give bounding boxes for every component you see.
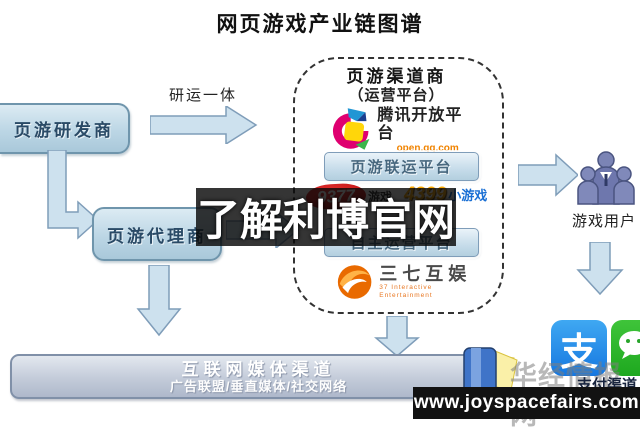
- arrow-channel-to-media-icon: [374, 316, 420, 357]
- tencent-url: open.qq.com: [396, 142, 459, 154]
- union-platform-label: 页游联运平台: [350, 159, 453, 176]
- wechat-bubbles-icon: [619, 331, 640, 359]
- game-users-icon: [577, 151, 635, 205]
- media-subtitle: 广告联盟/垂直媒体/社交网络: [169, 378, 348, 394]
- tencent-pinwheel-icon: [332, 108, 370, 150]
- logo-4399-suffix: 小游戏: [448, 188, 488, 203]
- wechat-icon: [611, 320, 640, 376]
- sanqi-logo: 三七互娱 37 Interactive Entertainment: [336, 260, 481, 304]
- sanqi-swirl-icon: [337, 265, 372, 299]
- arrow-developer-to-agent-icon: [47, 150, 100, 240]
- page-title: 网页游戏产业链图谱: [216, 13, 424, 36]
- developer-label: 页游研发商: [14, 121, 114, 140]
- channel-title: 页游渠道商: [346, 67, 447, 86]
- sanqi-subname: 37 Interactive Entertainment: [379, 284, 433, 299]
- book-icon: [463, 347, 518, 395]
- site-url-bar: www.joyspacefairs.com: [413, 387, 640, 419]
- arrow-developer-to-channel-icon: [150, 106, 258, 144]
- arrow-channel-to-users-icon: [518, 153, 578, 197]
- alipay-icon: 支: [551, 320, 607, 376]
- users-label: 游戏用户: [571, 213, 636, 230]
- alipay-glyph: 支: [559, 331, 598, 374]
- arrow-agent-to-media-icon: [136, 265, 182, 337]
- tencent-name: 腾讯开放平台: [377, 106, 463, 142]
- channel-group-box: [293, 57, 504, 314]
- tencent-open-platform-logo: 腾讯开放平台 open.qq.com: [328, 106, 478, 154]
- integration-label: 研运一体: [168, 87, 237, 104]
- overlay-watermark: 了解利博官网: [196, 188, 456, 246]
- media-title: 互联网媒体渠道: [181, 359, 336, 379]
- agent-label: 页游代理商: [107, 226, 207, 246]
- sanqi-name: 三七互娱: [379, 264, 472, 284]
- developer-node: 页游研发商: [0, 103, 130, 154]
- channel-subtitle: （运营平台）: [348, 87, 445, 104]
- arrow-users-to-payment-icon: [576, 242, 624, 296]
- union-platform-bar: 页游联运平台: [324, 152, 479, 181]
